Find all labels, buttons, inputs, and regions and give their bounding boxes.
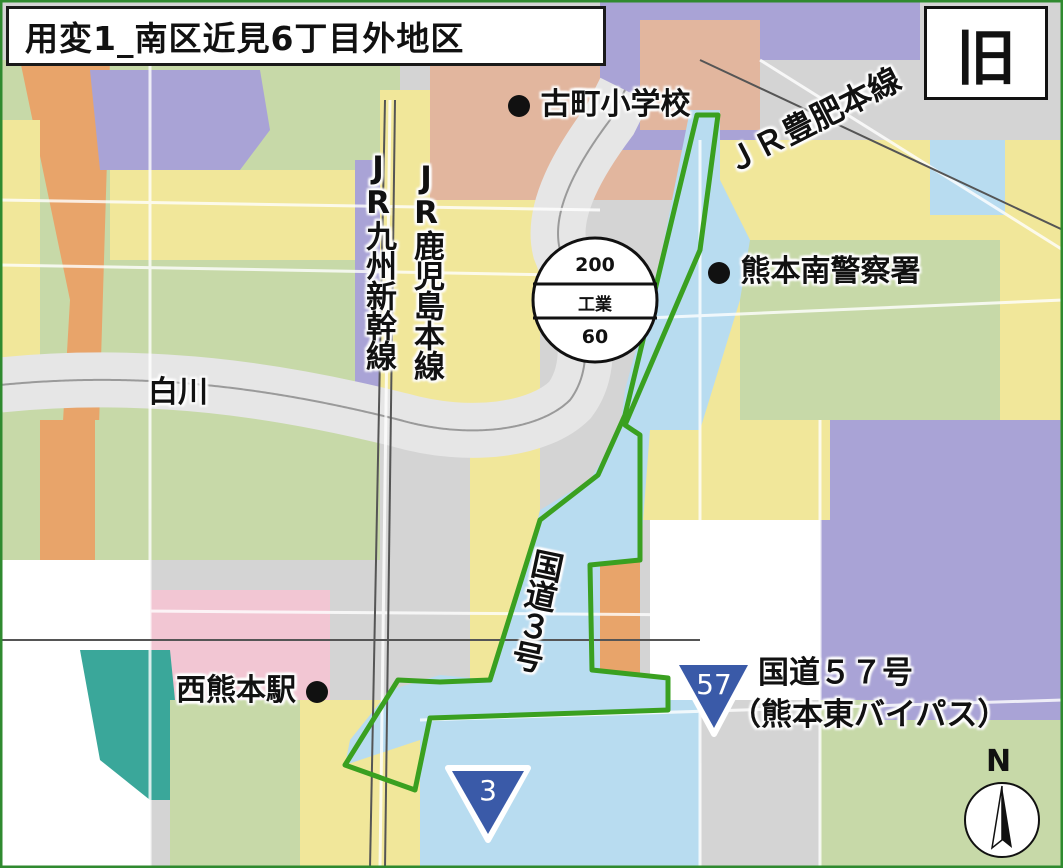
change-area-boundary <box>342 112 721 793</box>
floor-area-ratio: 200 <box>575 254 615 276</box>
police-label: 熊本南警察署 <box>708 257 920 287</box>
route-57-shield-number: 57 <box>696 668 732 701</box>
river-shirakawa <box>0 77 650 458</box>
school-dot-icon <box>508 94 530 117</box>
map-title: 用変1_南区近見6丁目外地区 <box>6 6 606 66</box>
police-dot-icon <box>708 261 730 284</box>
route-57-label-line2: （熊本東バイパス） <box>730 697 1009 733</box>
station-label-text: 西熊本駅 <box>176 673 296 708</box>
building-coverage: 60 <box>581 326 609 348</box>
period-badge: 旧 <box>924 6 1048 100</box>
school-label: 古町小学校 <box>508 90 690 120</box>
police-label-text: 熊本南警察署 <box>740 254 921 289</box>
zone-type: 工業 <box>578 295 612 315</box>
route-57-shield-shape <box>672 659 755 737</box>
route-3-shield-number: 3 <box>479 774 497 807</box>
north-label: N <box>986 744 1012 779</box>
zoning-circle <box>531 236 659 364</box>
route-57-label-line1: 国道５７号 <box>758 655 913 691</box>
north-arrow-icon <box>964 782 1040 858</box>
jr-shinkansen-label: JR九州新幹線 <box>360 150 396 370</box>
school-label-text: 古町小学校 <box>540 87 691 122</box>
roads <box>0 58 1063 868</box>
industrial-zone <box>345 110 750 868</box>
railways <box>0 59 1063 868</box>
jr-kagoshima-label: JR鹿児島本線 <box>408 160 444 380</box>
station-label: 西熊本駅 <box>176 673 329 708</box>
route-3-shield-shape <box>445 765 531 843</box>
river-label: 白川 <box>148 375 208 410</box>
station-dot-icon <box>306 680 329 703</box>
